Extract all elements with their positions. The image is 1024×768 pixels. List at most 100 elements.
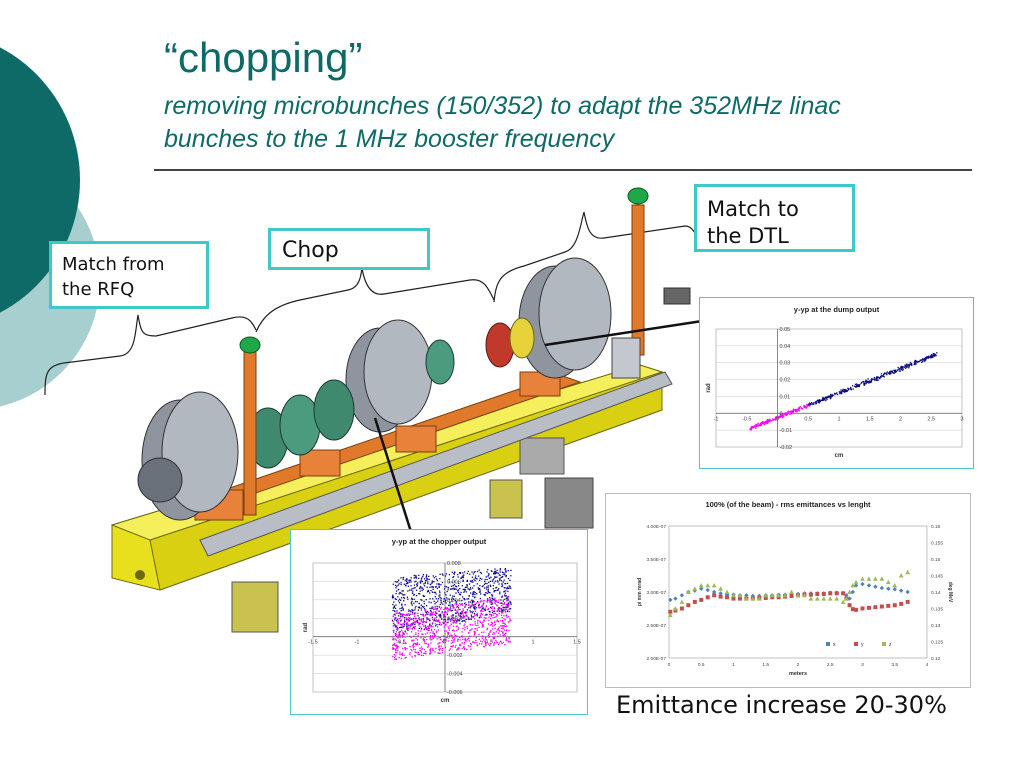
scatter-point (411, 588, 413, 590)
y-axis-label: rad (303, 623, 309, 633)
scatter-point (493, 643, 495, 645)
scatter-point (505, 595, 507, 597)
scatter-point (493, 624, 496, 627)
data-point-y (828, 591, 833, 596)
scatter-point (459, 612, 462, 614)
scatter-point (403, 617, 406, 619)
scatter-point (446, 590, 448, 593)
scatter-point (435, 578, 438, 580)
scatter-point (487, 599, 489, 601)
scatter-point (396, 645, 398, 647)
scatter-point (465, 611, 467, 613)
scatter-point (421, 587, 423, 589)
scatter-point (409, 610, 411, 612)
scatter-point (438, 623, 440, 626)
scatter-point (433, 577, 435, 579)
scatter-point (474, 591, 476, 594)
scatter-point (439, 608, 442, 610)
scatter-point (451, 617, 453, 619)
scatter-point (757, 422, 759, 425)
scatter-point (504, 568, 507, 570)
scatter-point (438, 610, 440, 612)
scatter-point (396, 647, 398, 650)
scatter-point (879, 377, 881, 380)
scatter-point (438, 619, 440, 621)
scatter-point (882, 375, 884, 377)
scatter-point (454, 621, 456, 623)
scatter-point (833, 392, 836, 395)
data-point-y (679, 606, 684, 611)
scatter-point (481, 613, 483, 616)
scatter-point (459, 612, 462, 615)
y-tick-label: 0.006 (447, 579, 461, 585)
scatter-point (403, 583, 405, 585)
title-divider (154, 169, 972, 171)
scatter-point (396, 581, 398, 583)
scatter-point (933, 352, 935, 355)
scatter-point (392, 638, 394, 641)
scatter-point (867, 381, 869, 383)
scatter-point (494, 572, 497, 574)
scatter-point (413, 594, 416, 596)
scatter-point (460, 577, 462, 579)
scatter-point (800, 407, 803, 409)
scatter-point (451, 600, 453, 602)
scatter-point (493, 572, 495, 574)
scatter-point (401, 631, 404, 633)
scatter-point (402, 635, 404, 637)
data-point-z (898, 573, 904, 578)
scatter-point (501, 605, 503, 607)
scatter-point (775, 416, 777, 418)
scatter-point (753, 425, 756, 427)
scatter-point (415, 612, 417, 614)
scatter-point (422, 620, 424, 622)
scatter-point (456, 619, 459, 621)
scatter-point (481, 625, 484, 627)
scatter-point (482, 603, 484, 606)
scatter-point (464, 638, 467, 641)
scatter-point (482, 610, 484, 613)
scatter-point (407, 582, 409, 584)
scatter-point (434, 603, 436, 605)
scatter-point (443, 630, 446, 632)
scatter-point (476, 583, 478, 585)
scatter-point (490, 585, 492, 588)
scatter-point (447, 632, 449, 634)
scatter-point (456, 625, 458, 627)
scatter-point (395, 626, 397, 629)
scatter-point (409, 653, 411, 656)
scatter-point (459, 639, 461, 641)
scatter-point (472, 593, 475, 595)
scatter-point (431, 582, 433, 584)
scatter-point (413, 639, 415, 641)
scatter-point (454, 609, 456, 611)
scatter-point (414, 625, 416, 628)
scatter-point (759, 423, 762, 425)
scatter-point (445, 573, 448, 575)
scatter-point (850, 389, 853, 391)
scatter-point (419, 586, 421, 588)
scatter-point (423, 640, 425, 642)
scatter-point (502, 620, 504, 623)
scatter-point (406, 596, 409, 598)
scatter-point (865, 380, 867, 383)
scatter-point (426, 619, 428, 621)
scatter-point (429, 636, 432, 638)
scatter-point (463, 571, 466, 573)
y-right-tick-label: 0.145 (931, 574, 943, 580)
scatter-point (504, 574, 506, 576)
scatter-point (766, 422, 768, 424)
scatter-point (925, 356, 928, 358)
scatter-point (396, 636, 399, 638)
scatter-point (930, 355, 932, 358)
scatter-point (443, 608, 445, 611)
scatter-point (400, 657, 403, 660)
scatter-point (794, 410, 797, 413)
scatter-point (463, 591, 465, 593)
scatter-point (430, 642, 432, 644)
scatter-point (462, 638, 464, 641)
scatter-point (405, 583, 408, 585)
scatter-point (444, 600, 447, 602)
scatter-point (485, 591, 487, 594)
scatter-point (437, 597, 440, 600)
